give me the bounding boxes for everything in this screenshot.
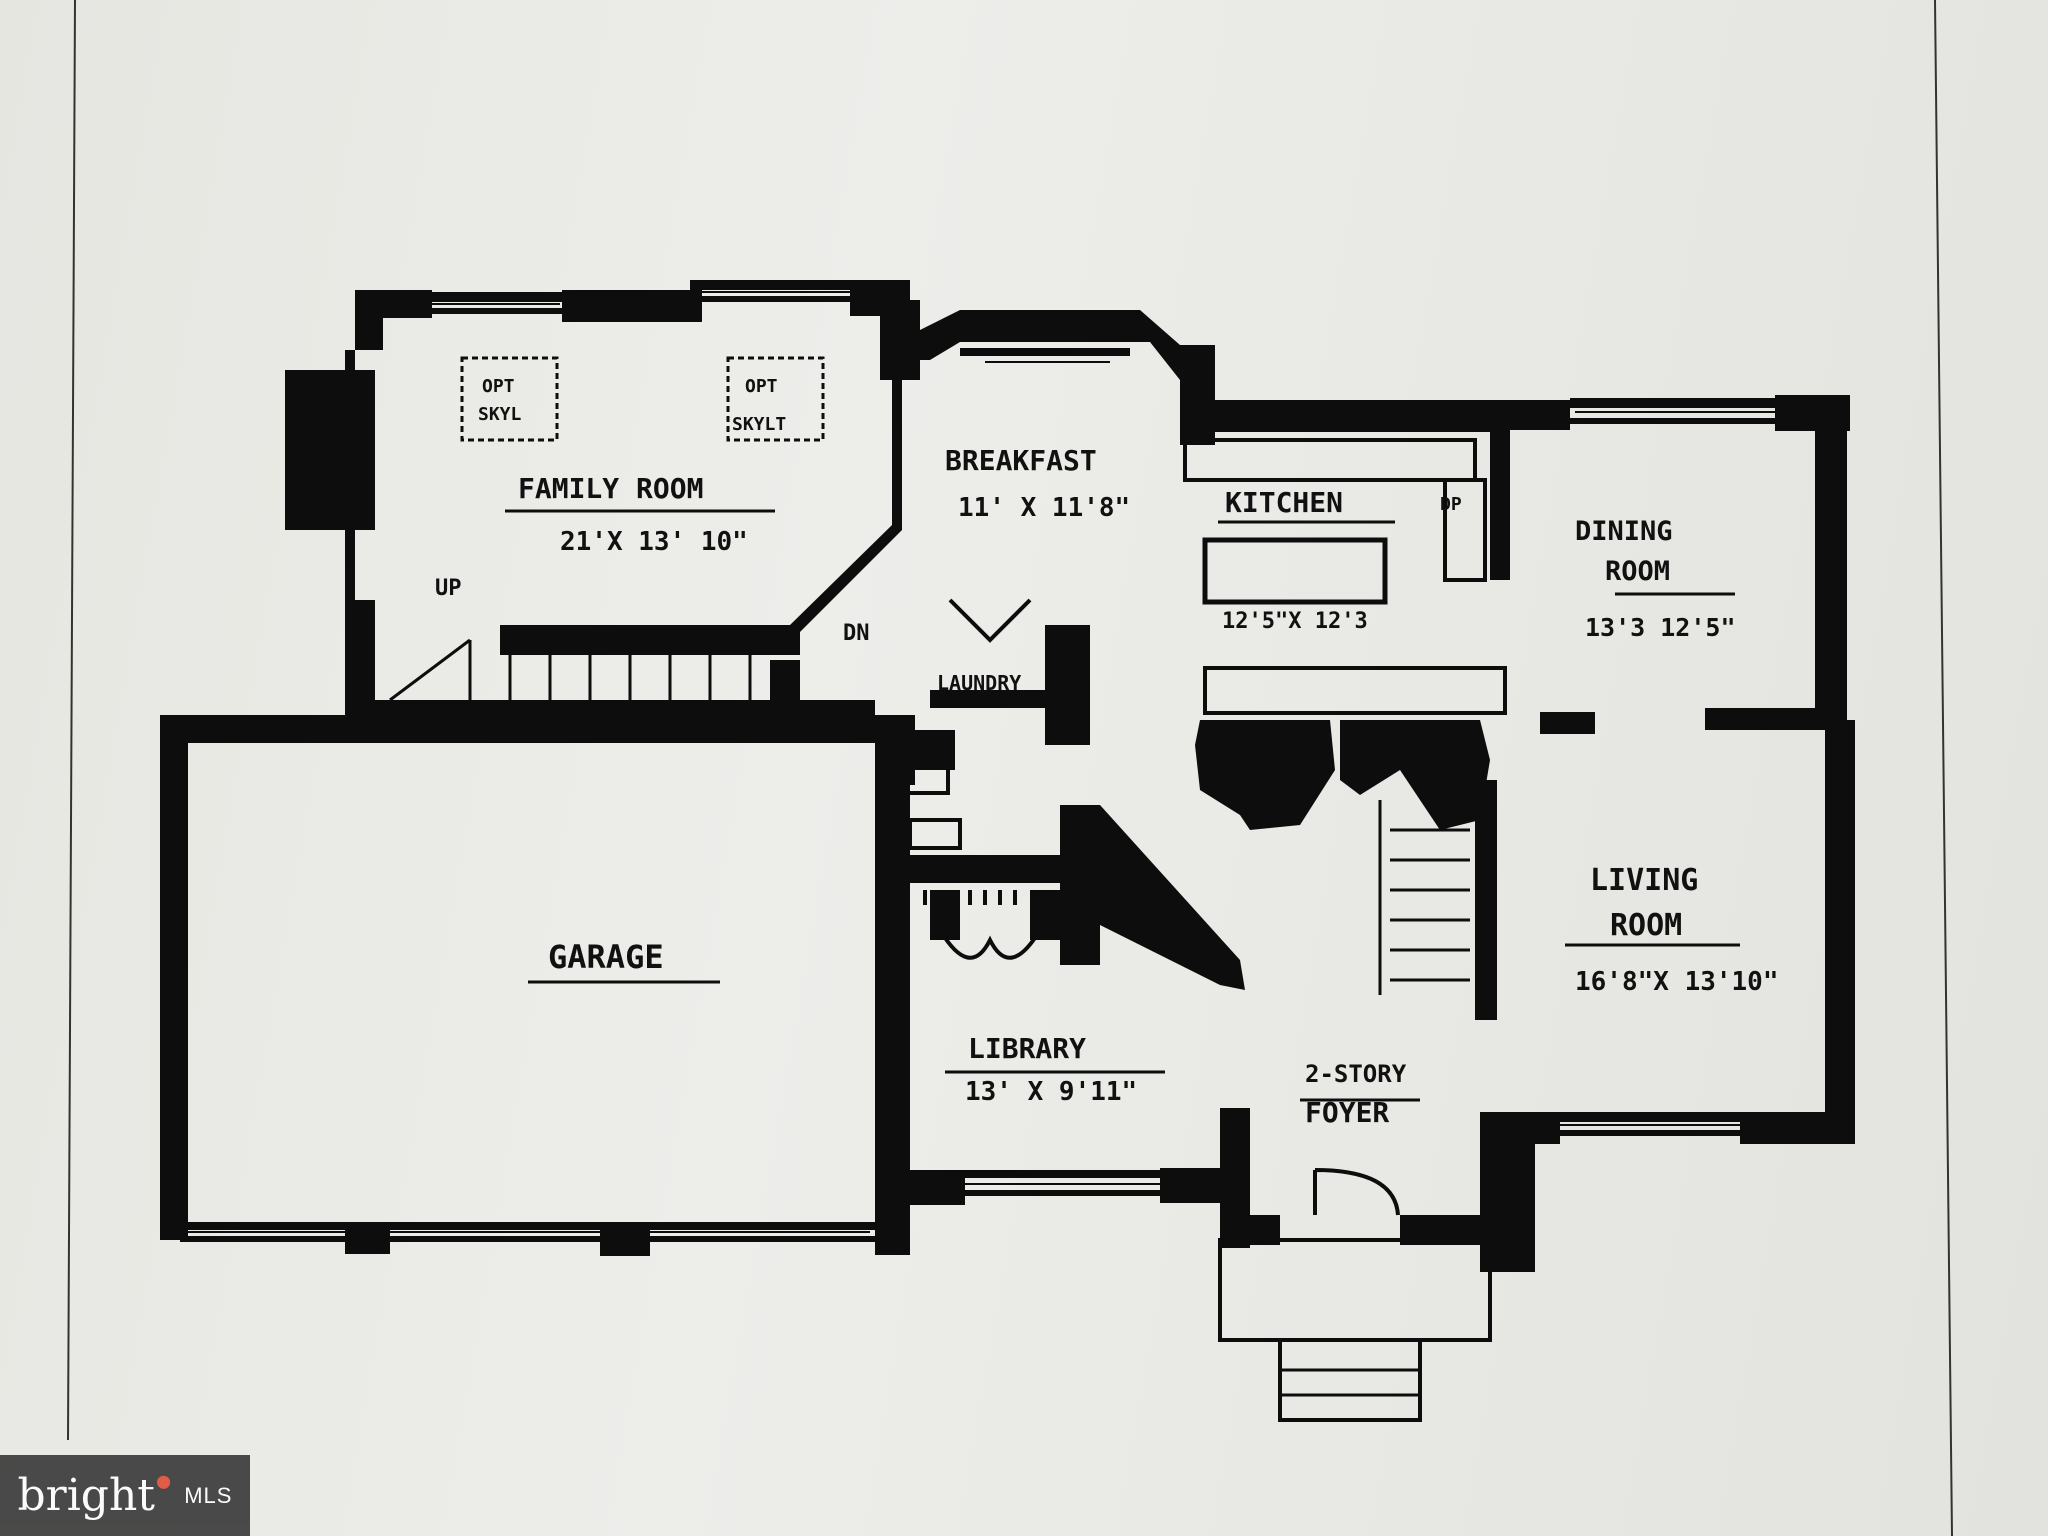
kitchen-counter-bottom	[1203, 666, 1507, 715]
kitchen-name: KITCHEN	[1225, 486, 1343, 519]
front-porch	[1218, 1238, 1492, 1342]
family-room-dims: 21'X 13' 10"	[560, 527, 748, 557]
family-room-name: FAMILY ROOM	[518, 472, 703, 505]
opt-skyl-label-1: OPT	[482, 376, 515, 397]
foyer-name-1: 2-STORY	[1305, 1060, 1407, 1088]
closet-door-swing	[938, 928, 1042, 960]
labels: OPT SKYL OPT SKYLT FAMILY ROOM 21'X 13' …	[435, 376, 1779, 1129]
skylight-right	[726, 356, 825, 442]
kitchen-island	[1202, 537, 1388, 605]
front-steps	[1278, 1338, 1422, 1422]
living-room-dims: 16'8"X 13'10"	[1575, 967, 1779, 997]
powder-sink	[908, 818, 962, 850]
library-name: LIBRARY	[968, 1032, 1086, 1065]
skylight-left	[460, 356, 559, 442]
powder-toilet	[906, 743, 950, 795]
walls	[160, 280, 1855, 1272]
opt-skylt-label-1: OPT	[745, 376, 778, 397]
dining-room-name-1: DINING	[1575, 516, 1673, 547]
up-label: UP	[435, 576, 462, 601]
page-left-border	[67, 0, 76, 1441]
dp-label: DP	[1440, 494, 1462, 515]
breakfast-dims: 11' X 11'8"	[958, 493, 1130, 523]
bright-mls-watermark: bright ● MLS	[0, 1455, 250, 1536]
foyer-name-2: FOYER	[1305, 1096, 1389, 1129]
opt-skylt-label-2: SKYLT	[732, 414, 786, 435]
dining-room-dims: 13'3 12'5"	[1585, 613, 1736, 642]
front-door-swing	[1313, 1168, 1400, 1216]
library-dims: 13' X 9'11"	[965, 1077, 1137, 1107]
kitchen-counter-right	[1443, 478, 1487, 582]
watermark-dot-icon: ●	[156, 1469, 171, 1494]
kitchen-counter-top	[1183, 438, 1477, 482]
laundry-door-swing	[948, 598, 1032, 643]
watermark-brand: bright	[17, 1470, 155, 1521]
opt-skyl-label-2: SKYL	[478, 404, 522, 425]
living-room-name-1: LIVING	[1590, 863, 1698, 898]
garage-name: GARAGE	[548, 938, 664, 976]
page-right-border	[1934, 0, 1953, 1536]
dn-label: DN	[843, 621, 870, 646]
living-room-name-2: ROOM	[1610, 908, 1682, 943]
window-lines	[185, 291, 1840, 1233]
kitchen-dims: 12'5"X 12'3	[1222, 609, 1368, 634]
laundry-name: LAUNDRY	[937, 671, 1021, 695]
watermark-suffix: MLS	[184, 1482, 233, 1508]
dining-room-name-2: ROOM	[1605, 556, 1670, 587]
fixtures	[389, 356, 1740, 1422]
breakfast-name: BREAKFAST	[945, 444, 1097, 477]
